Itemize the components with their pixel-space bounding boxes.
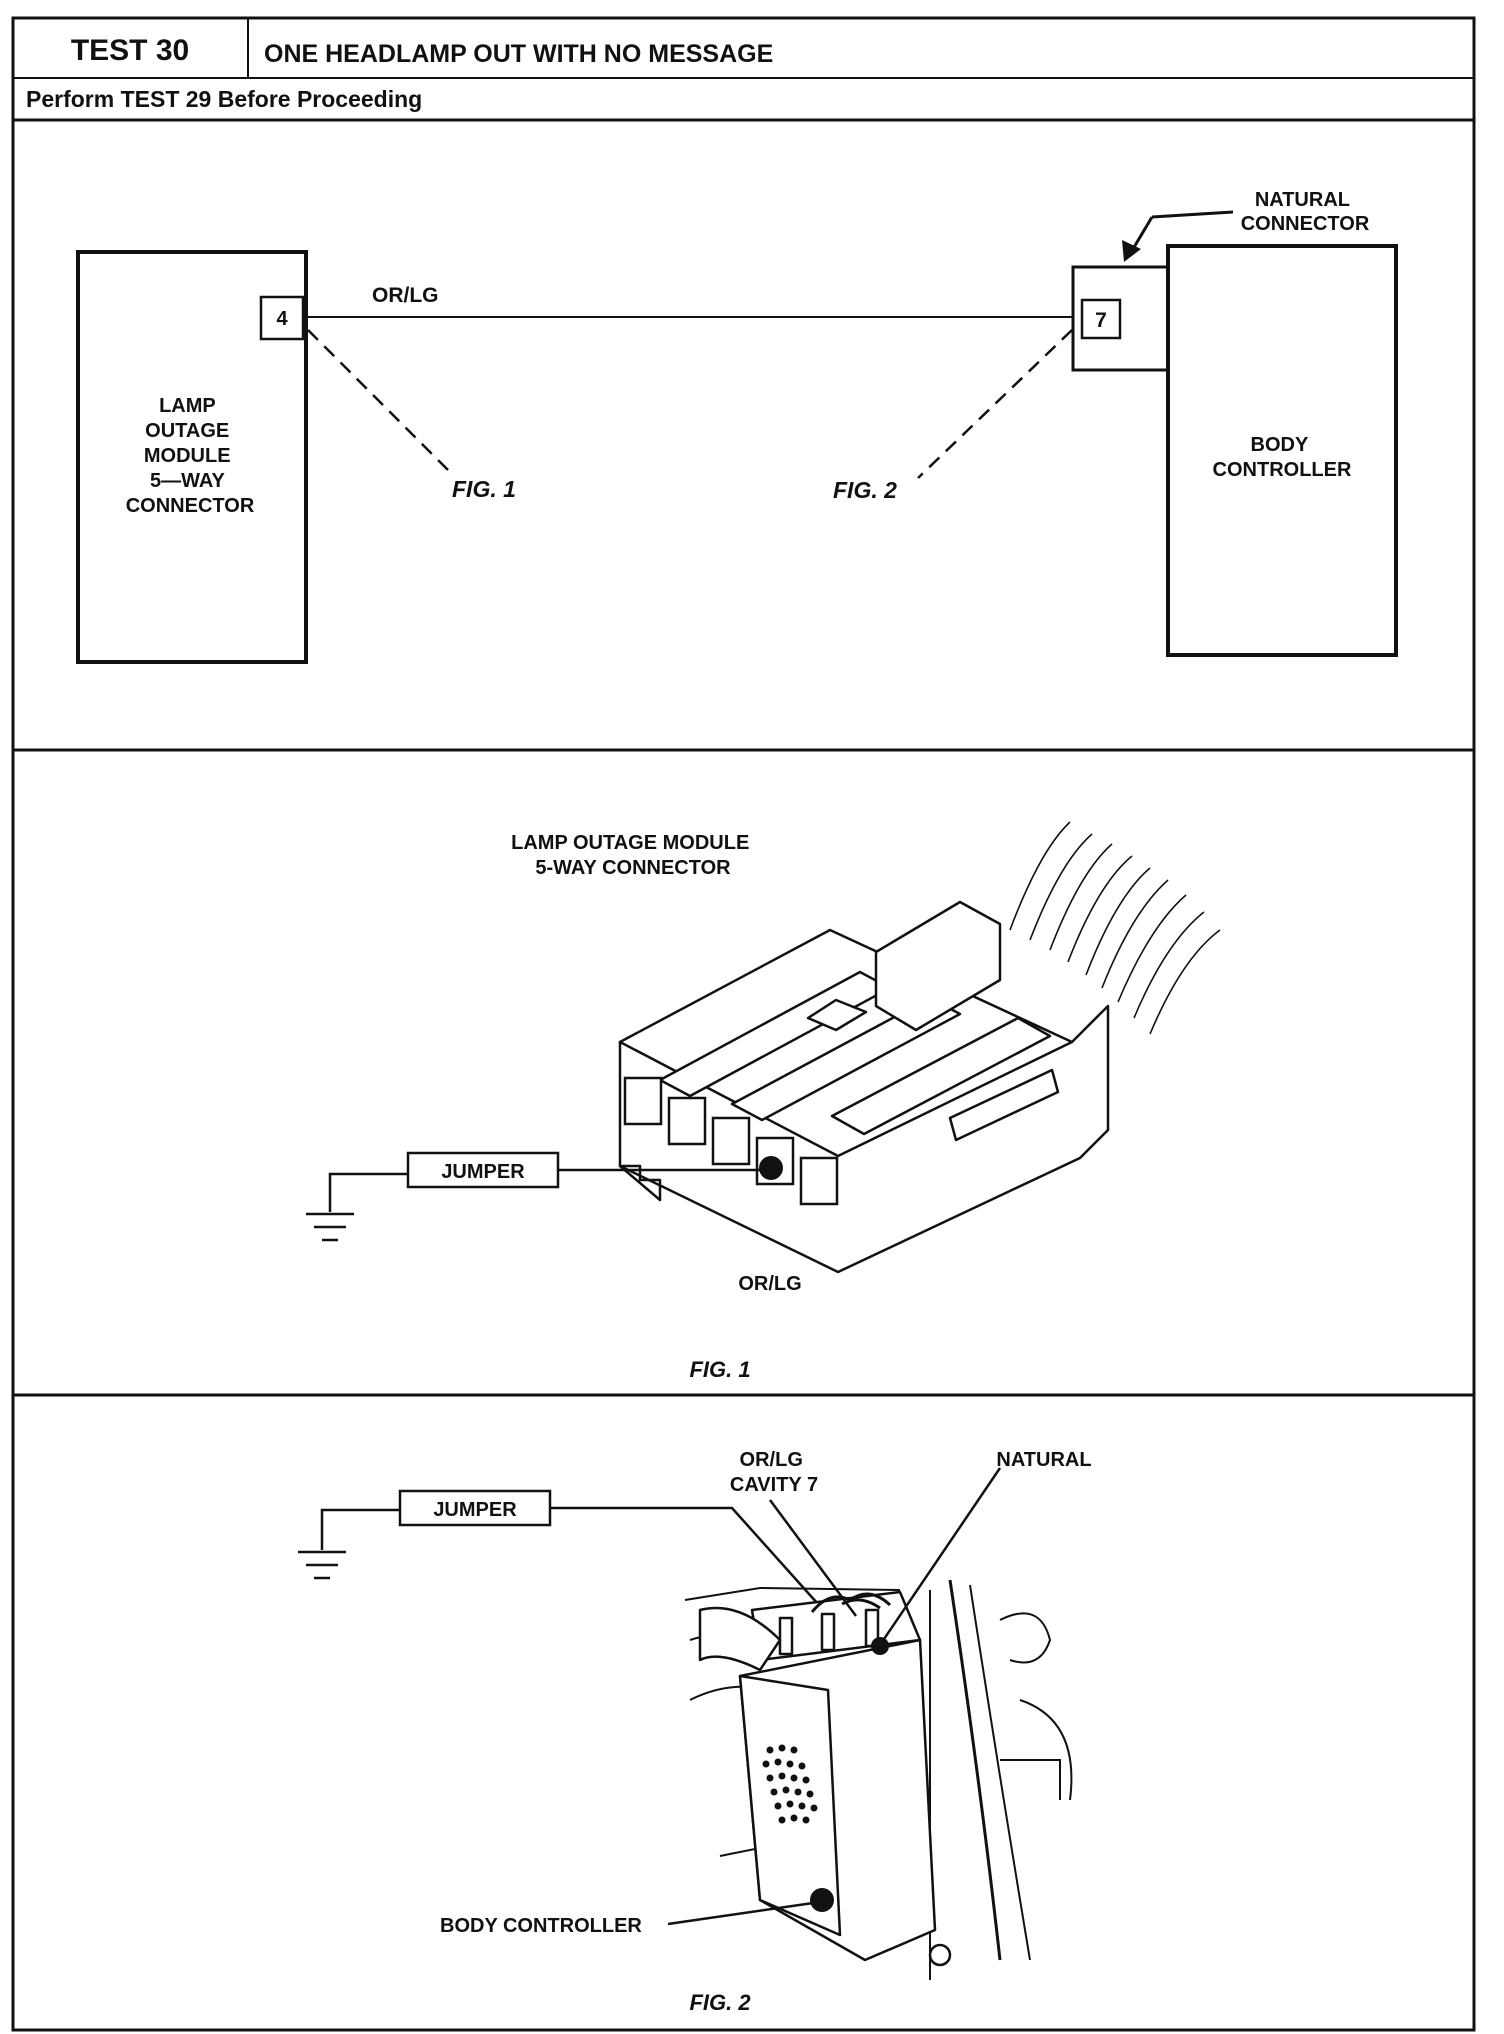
side-slot (948, 1068, 1060, 1142)
fig1-leader (307, 329, 451, 473)
cavity-2 (667, 1096, 707, 1146)
cavity-1 (623, 1076, 663, 1126)
lamp-outage-module-box (76, 250, 308, 664)
ground-lead-fig1 (328, 1172, 408, 1212)
fig2-leader (917, 329, 1073, 479)
fig1-title: LAMP OUTAGE MODULE 5-WAY CONNECTOR (511, 832, 755, 879)
cavity-7-leader (768, 1499, 858, 1617)
body-controller-label: BODY CONTROLLER (1213, 434, 1352, 481)
header: TEST 30 ONE HEADLAMP OUT WITH NO MESSAGE… (13, 18, 1474, 122)
natural-connector-arrowhead (1122, 240, 1141, 262)
connector-clip-1 (778, 1616, 794, 1656)
pin-4-label: 4 (276, 308, 288, 330)
body-controller-box (1166, 244, 1398, 657)
wire-color-label: OR/LG (372, 284, 439, 307)
pin-7-box (1080, 298, 1122, 340)
fig2-reference: FIG. 2 (833, 477, 897, 503)
ground-lead-fig2 (320, 1508, 400, 1550)
fig1-wire-label: OR/LG (738, 1273, 801, 1295)
cavity-5 (799, 1156, 839, 1206)
ground-icon (306, 1212, 354, 1242)
connector-clip-2 (820, 1612, 836, 1652)
locking-tab (874, 900, 1002, 1032)
fig1-reference: FIG. 1 (452, 476, 516, 502)
cavity-4-probe-point (759, 1156, 783, 1180)
jumper-label-fig2: JUMPER (433, 1499, 517, 1521)
figure-2-section: OR/LG CAVITY 7 NATURAL JUMPER (298, 1449, 1092, 2015)
figure-1-section: LAMP OUTAGE MODULE 5-WAY CONNECTOR (13, 821, 1474, 1397)
jumper-label-fig1: JUMPER (441, 1161, 525, 1183)
connector-teeth (618, 1164, 662, 1202)
connector-rib-2 (730, 996, 962, 1122)
test-title: ONE HEADLAMP OUT WITH NO MESSAGE (264, 40, 773, 68)
natural-connector-leader (1151, 210, 1234, 219)
prerequisite-note: Perform TEST 29 Before Proceeding (26, 86, 422, 112)
wiring-boot (698, 1606, 782, 1672)
fig2-caption: FIG. 2 (689, 1990, 751, 2015)
wire-harness (1009, 821, 1221, 1035)
cavity-3 (711, 1116, 751, 1166)
lamp-outage-module-label: LAMP OUTAGE MODULE 5—WAY CONNECTOR (126, 395, 255, 517)
page-border (11, 16, 1476, 2032)
schematic-section: LAMP OUTAGE MODULE 5—WAY CONNECTOR 4 OR/… (13, 189, 1474, 752)
body-controller-dot (810, 1888, 834, 1912)
natural-connector-dot (871, 1637, 889, 1655)
ground-icon-fig2 (298, 1550, 346, 1580)
cavity-7-label: OR/LG CAVITY 7 (730, 1449, 818, 1496)
five-way-connector (618, 900, 1110, 1274)
pin-4-box (259, 295, 305, 341)
body-controller-callout: BODY CONTROLLER (440, 1915, 642, 1937)
jumper-box-fig2 (398, 1489, 552, 1527)
body-controller-leader (667, 1900, 821, 1926)
natural-label: NATURAL (996, 1449, 1091, 1471)
fig1-caption: FIG. 1 (689, 1357, 750, 1382)
connector-rib-3 (830, 1016, 1052, 1136)
latch-ramp (806, 998, 868, 1032)
test-number: TEST 30 (71, 34, 189, 67)
pin-7-label: 7 (1095, 309, 1107, 332)
mounting-bolt (928, 1943, 952, 1967)
natural-leader (880, 1467, 1002, 1643)
controller-vent-holes (762, 1744, 818, 1824)
natural-connector-label: NATURAL CONNECTOR (1241, 189, 1370, 235)
jumper-wire-fig2 (550, 1506, 819, 1605)
